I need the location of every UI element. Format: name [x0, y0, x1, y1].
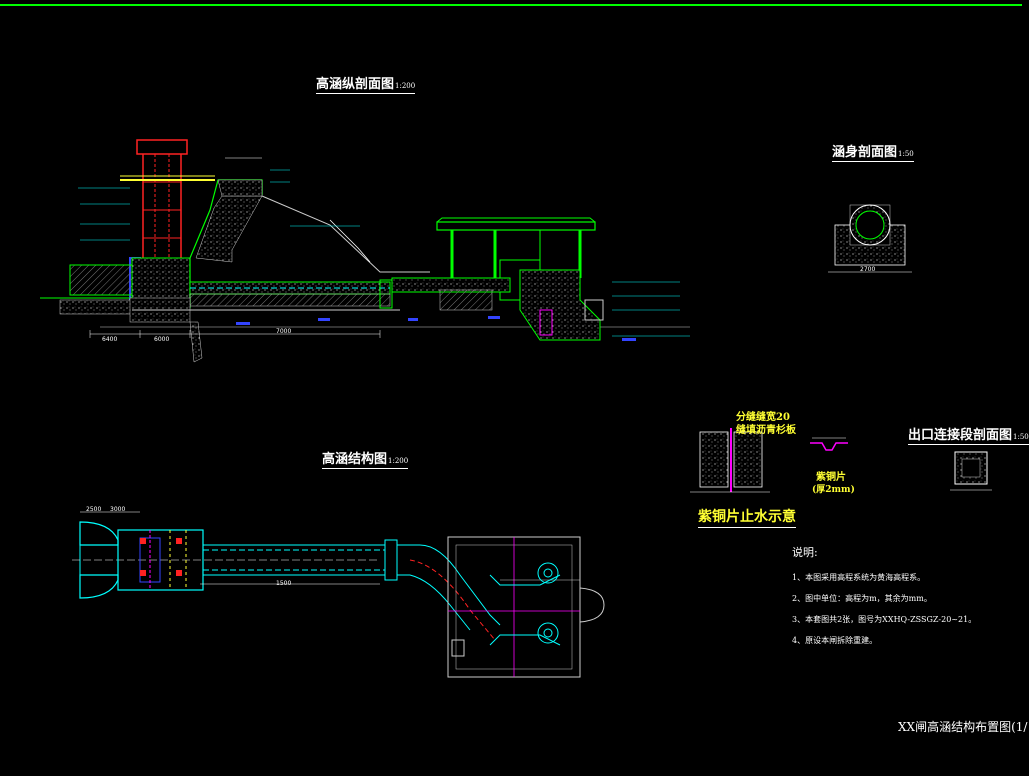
- longitudinal-section: [40, 139, 690, 363]
- longitudinal-title-text: 高涵纵剖面图: [316, 77, 395, 92]
- culvert-section-title-text: 涵身剖面图: [832, 145, 898, 160]
- culvert-section: [828, 204, 912, 273]
- waterstop-copper-label: 紫铜片: [816, 472, 846, 483]
- dim-6000: 6000: [154, 336, 170, 343]
- outlet-section-title: 出口连接段剖面图1:50: [908, 424, 1029, 445]
- notes-block: 说明: 1、本图采用高程系统为黄海高程系。 2、图中单位：高程为m，其余为mm。…: [792, 544, 976, 656]
- notes-heading: 说明:: [792, 546, 818, 559]
- sheet-title: XX闸高涵结构布置图(1/: [898, 720, 1028, 734]
- longitudinal-title: 高涵纵剖面图1:200: [316, 73, 416, 94]
- dim-6400: 6400: [102, 336, 118, 343]
- waterstop-detail: [690, 428, 848, 493]
- structure-title: 高涵结构图1:200: [322, 448, 409, 469]
- structure-scale: 1:200: [388, 457, 409, 465]
- structure-title-text: 高涵结构图: [322, 452, 388, 467]
- dim-2500: 2500: [86, 506, 102, 513]
- structure-plan: [72, 511, 605, 678]
- waterstop-thickness-label: (厚2mm): [812, 485, 855, 495]
- note-item-3: 3、本套图共2张，图号为XXHQ-ZSSGZ-20~21。: [792, 615, 977, 624]
- outlet-section: [950, 451, 992, 491]
- dim-2700: 2700: [860, 266, 876, 273]
- outlet-section-title-text: 出口连接段剖面图: [908, 428, 1013, 443]
- dim-1500: 1500: [276, 580, 292, 587]
- note-item-4: 4、原设本闸拆除重建。: [792, 636, 878, 645]
- longitudinal-scale: 1:200: [395, 82, 416, 90]
- waterstop-filler-label: 缝填沥青杉板: [736, 425, 796, 436]
- dim-7000: 7000: [276, 328, 292, 335]
- note-item-1: 1、本图采用高程系统为黄海高程系。: [792, 573, 926, 582]
- note-item-2: 2、图中单位：高程为m，其余为mm。: [792, 594, 932, 603]
- culvert-section-scale: 1:50: [898, 150, 914, 158]
- waterstop-joint-label: 分缝缝宽20: [736, 412, 790, 423]
- outlet-section-scale: 1:50: [1013, 433, 1029, 441]
- dim-3000: 3000: [110, 506, 126, 513]
- waterstop-title: 紫铜片止水示意: [698, 506, 796, 528]
- culvert-section-title: 涵身剖面图1:50: [832, 141, 914, 162]
